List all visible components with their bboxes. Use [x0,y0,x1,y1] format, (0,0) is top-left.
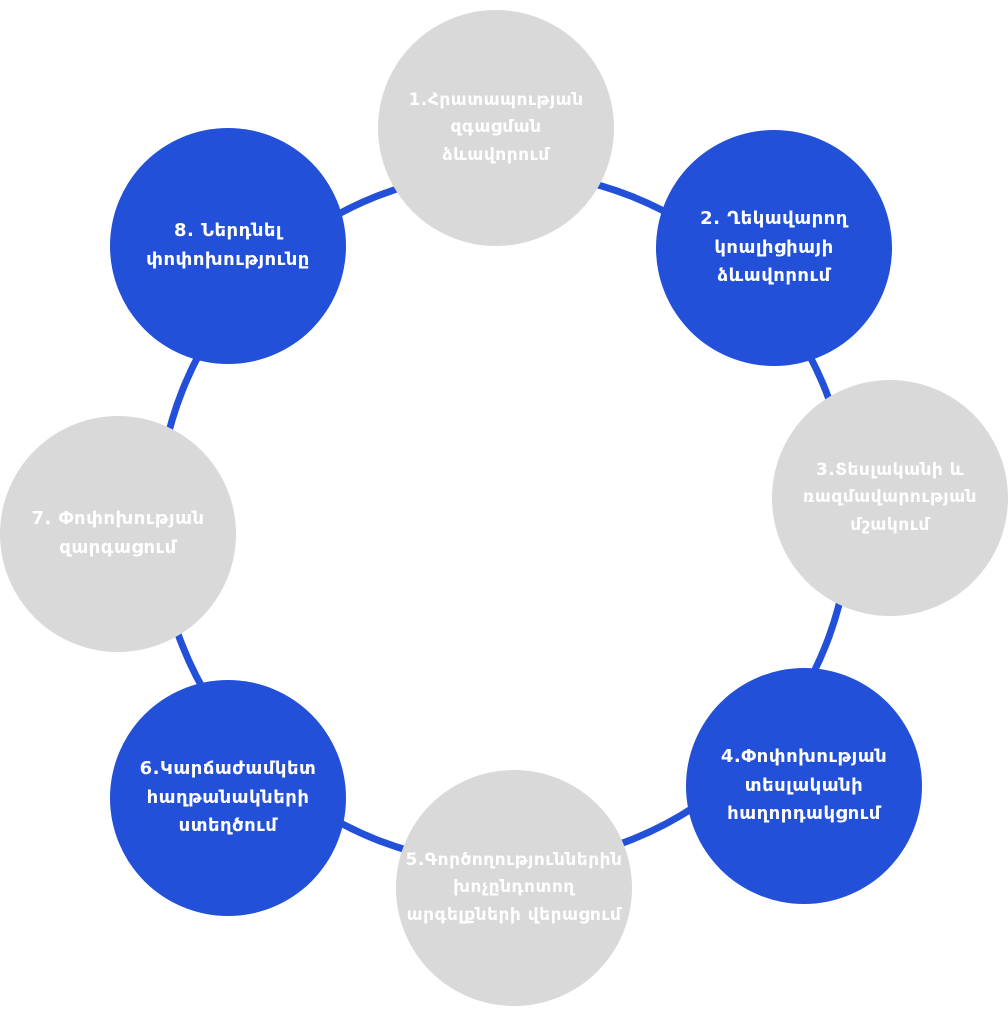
step-4-label: 4.Փոփոխության տեսլականի հաղորդակցում [720,745,888,825]
step-2-circle: 2. Ղեկավարող կոալիցիայի ձևավորում [656,130,892,366]
step-3-circle: 3.Տեսլականի և ռազմավարության մշակում [772,380,1008,616]
step-5-circle: 5.Գործողություններին խոչընդոտող արգելքնե… [396,770,632,1006]
step-8-label: 8. Ներդնել փոփոխությունը [146,220,310,270]
step-1-circle: 1.Հրատապության զգացման ձևավորում [378,10,614,246]
step-8-circle: 8. Ներդնել փոփոխությունը [110,128,346,364]
step-7-label: 7. Փոփոխության զարգացում [31,508,205,558]
step-3-label: 3.Տեսլականի և ռազմավարության մշակում [803,460,977,535]
step-4-circle: 4.Փոփոխության տեսլականի հաղորդակցում [686,668,922,904]
step-6-circle: 6.Կարճաժամկետ հաղթանակների ստեղծում [110,680,346,916]
step-2-label: 2. Ղեկավարող կոալիցիայի ձևավորում [700,207,848,287]
step-1-label: 1.Հրատապության զգացման ձևավորում [408,90,584,165]
step-7-circle: 7. Փոփոխության զարգացում [0,416,236,652]
step-6-label: 6.Կարճաժամկետ հաղթանակների ստեղծում [139,757,317,837]
step-5-label: 5.Գործողություններին խոչընդոտող արգելքնե… [405,850,623,925]
